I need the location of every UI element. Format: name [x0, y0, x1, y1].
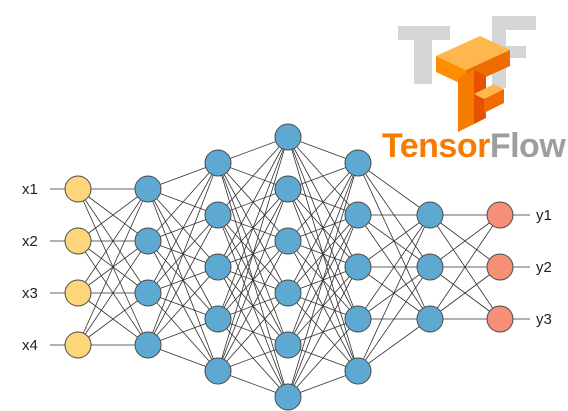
- edge-l0-1-to-l1-0: [77, 188, 149, 242]
- edge-l3-4-to-l4-0: [287, 162, 359, 346]
- hidden-node-l2-5: [204, 357, 232, 385]
- hidden-node-l2-4: [204, 305, 232, 333]
- hidden-node-l5-3: [416, 305, 444, 333]
- output-label-1: y1: [536, 207, 552, 224]
- hidden-node-l2-2: [204, 201, 232, 229]
- edge-l4-3-to-l5-0: [357, 214, 431, 320]
- hidden-node-l1-4: [134, 331, 162, 359]
- input-node-l0-2: [64, 227, 92, 255]
- output-node-l6-3: [486, 305, 514, 333]
- edge-l0-3-to-l1-0: [77, 188, 149, 346]
- input-label-3: x3: [22, 285, 38, 302]
- edge-l1-3-to-l2-1: [147, 214, 219, 346]
- hidden-node-l3-3: [274, 227, 302, 255]
- hidden-node-l3-6: [274, 383, 302, 411]
- edge-l0-2-to-l1-0: [77, 188, 149, 294]
- hidden-node-l3-1: [274, 123, 302, 151]
- hidden-node-l3-4: [274, 279, 302, 307]
- input-node-l0-4: [64, 331, 92, 359]
- edge-l5-2-to-l6-1: [429, 266, 501, 320]
- edge-l3-5-to-l4-2: [287, 266, 359, 398]
- edge-l2-2-to-l3-0: [217, 136, 289, 268]
- edge-l0-3-to-l1-1: [77, 240, 149, 346]
- hidden-node-l5-2: [416, 253, 444, 281]
- hidden-node-l4-5: [344, 357, 372, 385]
- edge-l5-1-to-l6-0: [429, 214, 501, 268]
- edge-l0-3-to-l1-2: [77, 292, 149, 346]
- hidden-node-l4-1: [344, 149, 372, 177]
- hidden-node-l2-1: [204, 149, 232, 177]
- edge-l3-5-to-l4-1: [287, 214, 359, 398]
- hidden-node-l2-3: [204, 253, 232, 281]
- hidden-node-l4-2: [344, 201, 372, 229]
- edge-l5-2-to-l6-0: [429, 214, 501, 320]
- edge-l2-4-to-l3-0: [217, 136, 289, 372]
- hidden-node-l3-5: [274, 331, 302, 359]
- output-label-3: y3: [536, 311, 552, 328]
- edge-l3-5-to-l4-0: [287, 162, 359, 398]
- edge-l2-3-to-l3-0: [217, 136, 289, 320]
- output-label-2: y2: [536, 259, 552, 276]
- edge-l4-4-to-l5-1: [357, 266, 431, 372]
- edge-l3-2-to-l4-0: [287, 162, 359, 242]
- input-label-4: x4: [22, 337, 38, 354]
- edge-l4-4-to-l5-2: [357, 318, 431, 372]
- output-node-l6-2: [486, 253, 514, 281]
- hidden-node-l1-1: [134, 175, 162, 203]
- node-labels: x1 x2 x3 x4 y1 y2 y3: [22, 181, 552, 354]
- output-node-l6-1: [486, 201, 514, 229]
- logo-tf-cube: [436, 36, 510, 132]
- edge-l3-5-to-l4-3: [287, 318, 359, 398]
- logo-name-tensor: Tensor: [382, 127, 490, 165]
- hidden-node-l4-4: [344, 305, 372, 333]
- tensorflow-logo: TensorFlow: [382, 16, 567, 165]
- logo-wordmark: TensorFlow: [382, 127, 566, 165]
- input-label-1: x1: [22, 181, 38, 198]
- input-node-l0-1: [64, 175, 92, 203]
- edge-l2-4-to-l3-3: [217, 292, 289, 372]
- edge-l2-4-to-l3-2: [217, 240, 289, 372]
- edge-l3-3-to-l4-0: [287, 162, 359, 294]
- edge-l4-0-to-l5-0: [357, 162, 431, 216]
- edge-l1-1-to-l2-0: [147, 162, 219, 242]
- edge-l2-1-to-l3-0: [217, 136, 289, 216]
- edge-l1-3-to-l2-2: [147, 266, 219, 346]
- hidden-node-l4-3: [344, 253, 372, 281]
- edge-l1-3-to-l2-0: [147, 162, 219, 346]
- tensorflow-icon: [398, 16, 536, 132]
- edge-l1-2-to-l2-0: [147, 162, 219, 294]
- input-label-2: x2: [22, 233, 38, 250]
- edge-l2-4-to-l3-1: [217, 188, 289, 372]
- nodes: [64, 123, 514, 411]
- edge-l4-2-to-l5-0: [357, 214, 431, 268]
- edge-l4-4-to-l5-0: [357, 214, 431, 372]
- hidden-node-l1-2: [134, 227, 162, 255]
- hidden-node-l5-1: [416, 201, 444, 229]
- logo-name-flow: Flow: [490, 127, 566, 165]
- hidden-node-l1-3: [134, 279, 162, 307]
- input-node-l0-3: [64, 279, 92, 307]
- hidden-node-l3-2: [274, 175, 302, 203]
